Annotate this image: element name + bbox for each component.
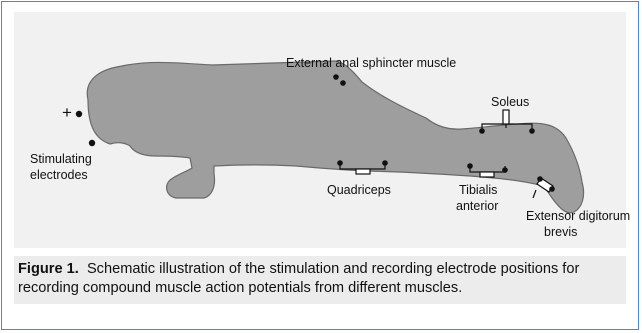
stim-electrode-plus — [76, 111, 82, 117]
label-brevis: brevis — [544, 225, 577, 240]
caption-text: Schematic illustration of the stimulatio… — [18, 261, 579, 296]
figure-caption: Figure 1. Schematic illustration of the … — [14, 256, 626, 304]
label-stimulating: Stimulating — [30, 152, 92, 167]
quadriceps-electrode-1 — [337, 160, 343, 166]
caption-label: Figure 1. — [18, 261, 79, 277]
soleus-electrode-2 — [529, 128, 535, 134]
quadriceps-electrode-2 — [382, 160, 388, 166]
extensor-electrode-1 — [537, 176, 543, 182]
label-anterior: anterior — [456, 199, 498, 214]
tibialis-electrode-1 — [467, 163, 473, 169]
label-external-anal-sphincter: External anal sphincter muscle — [286, 56, 456, 71]
soleus-electrode-1 — [479, 128, 485, 134]
plus-sign: + — [62, 104, 72, 122]
label-quadriceps: Quadriceps — [327, 183, 391, 198]
eas-electrode-2 — [340, 80, 346, 86]
label-tibialis: Tibialis — [459, 183, 497, 198]
label-electrodes: electrodes — [30, 168, 88, 183]
extensor-electrode-2 — [549, 186, 555, 192]
label-extensor: Extensor digitorum — [526, 209, 630, 224]
eas-electrode-1 — [333, 74, 339, 80]
label-soleus: Soleus — [491, 95, 529, 110]
tibialis-electrode-2 — [502, 167, 508, 173]
minus-sign: - — [90, 137, 95, 152]
